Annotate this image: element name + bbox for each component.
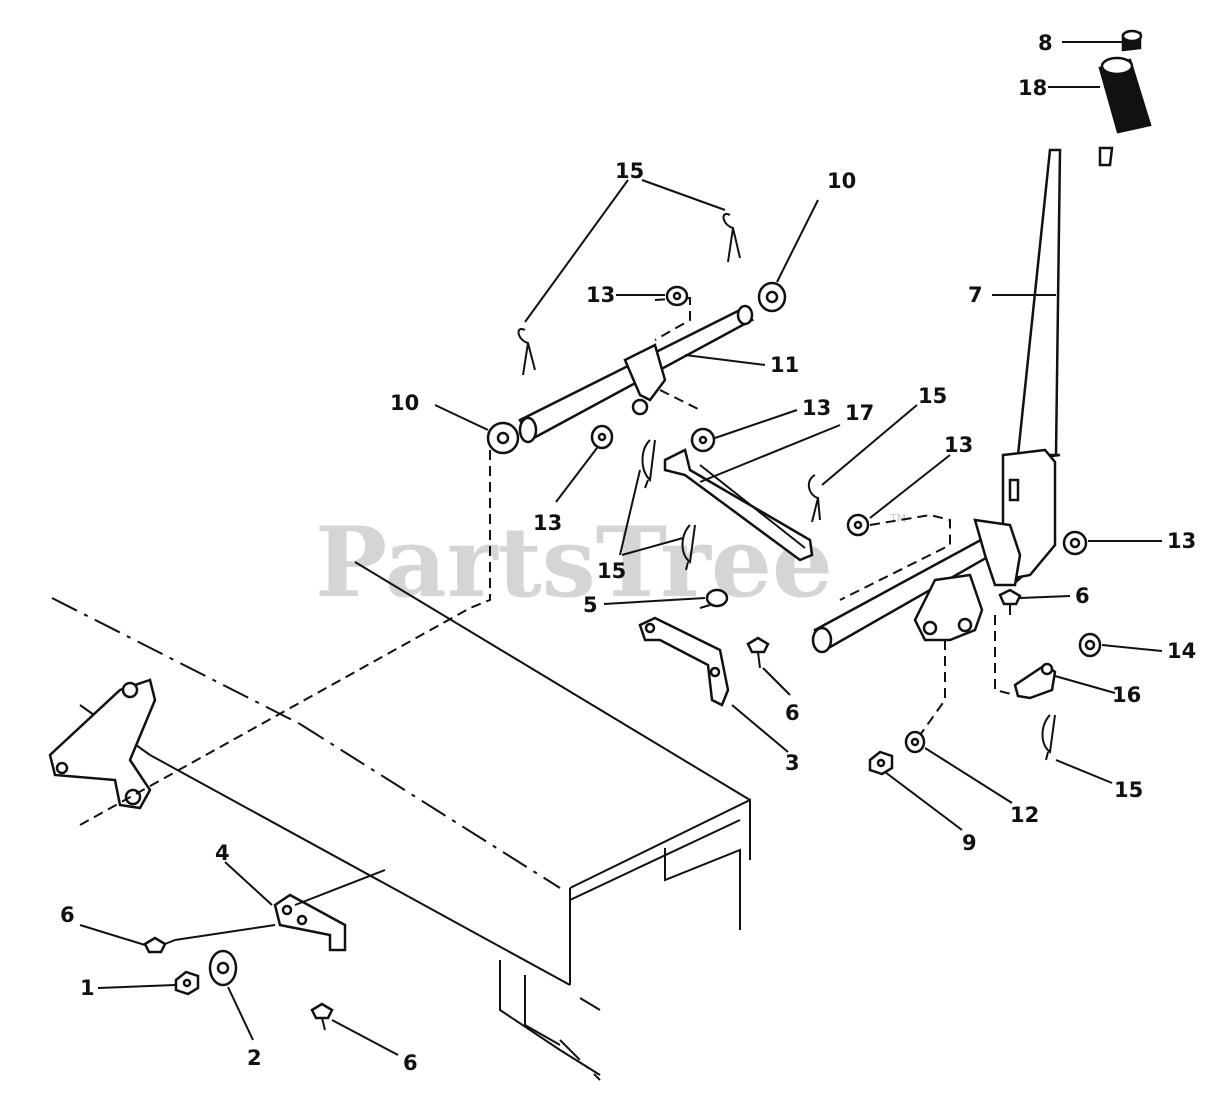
callout-15: 15 [1114,778,1143,802]
callout-6: 6 [60,903,75,927]
callout-4: 4 [215,841,230,865]
bolts-6 [143,588,1022,1031]
callout-7: 7 [968,283,983,307]
leader-lines [79,41,1163,1056]
callout-15: 15 [615,159,644,183]
pivot-shaft [811,518,1022,654]
callout-10: 10 [827,169,856,193]
callout-6: 6 [1075,584,1090,608]
watermark-text: PartsTree [315,506,833,619]
callout-13: 13 [802,396,831,420]
callout-13: 13 [944,433,973,457]
lift-shaft [518,296,755,444]
callout-5: 5 [583,593,598,617]
callout-15: 15 [597,559,626,583]
callout-15: 15 [918,384,947,408]
callout-10: 10 [390,391,419,415]
callout-12: 12 [1010,803,1039,827]
callout-11: 11 [770,353,799,377]
callout-1: 1 [80,976,95,1000]
lift-lever [1001,29,1152,583]
callout-6: 6 [785,701,800,725]
callout-6: 6 [403,1051,418,1075]
callout-17: 17 [845,401,874,425]
callout-13: 13 [1167,529,1196,553]
callout-14: 14 [1167,639,1196,663]
bolt-5 [699,588,729,609]
callout-9: 9 [962,831,977,855]
callout-18: 18 [1018,76,1047,100]
hairpin-clips [517,213,1056,761]
callout-16: 16 [1112,683,1141,707]
callout-13: 13 [533,511,562,535]
callout-13: 13 [586,283,615,307]
callouts: 8 18 15 10 13 7 11 10 13 17 15 13 13 13 … [60,31,1196,1075]
washers [208,281,1102,987]
callout-2: 2 [247,1046,262,1070]
callout-3: 3 [785,751,800,775]
frame-housing [48,561,751,1081]
callout-8: 8 [1038,31,1053,55]
